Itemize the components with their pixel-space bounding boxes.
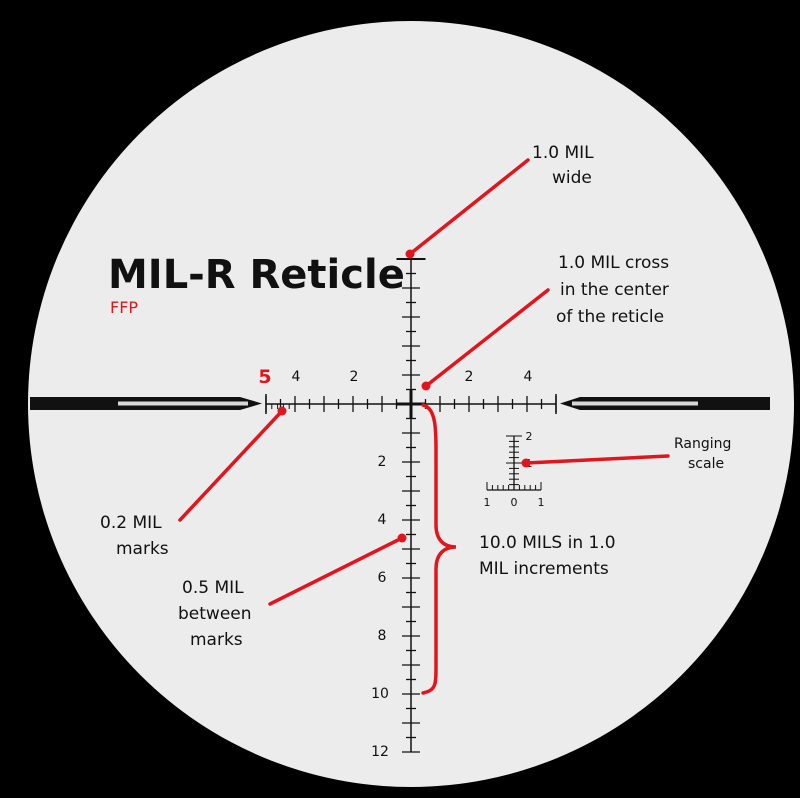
callout-10mils-line1: 10.0 MILS in 1.0 [479,533,616,553]
leader-center-cross [424,288,550,388]
scale-label-left-4: 4 [292,369,301,385]
scale-label-down-6: 6 [378,570,387,586]
callout-05-line2: between [178,604,252,624]
ranging-label-bottom-left: 1 [484,496,491,509]
ranging-label-bottom-right: 1 [538,496,545,509]
callout-cross-line1: 1.0 MIL cross [558,253,669,273]
reticle-ticks [265,258,557,753]
diagram-subtitle: FFP [110,298,138,317]
ranging-label-bottom-zero: 0 [511,496,518,509]
callout-leaders [178,158,670,695]
bracket-10-mils [421,403,457,695]
scale-labels: 5 4 2 2 4 2 4 6 8 10 12 [258,366,532,760]
callout-cross-line3: of the reticle [556,307,664,327]
ranging-label-2: 2 [526,430,533,443]
callout-05-line3: marks [190,630,243,650]
callout-texts: 1.0 MIL wide 1.0 MIL cross in the center… [100,143,731,650]
leader-05-mil [268,536,404,606]
callout-10mils-line2: MIL increments [479,559,609,579]
dot-02-mil [277,406,287,416]
scale-label-down-12: 12 [371,744,389,760]
scale-label-left-2: 2 [350,369,359,385]
scale-label-down-2: 2 [378,454,387,470]
leader-02-mil [178,409,284,522]
left-post [30,397,262,410]
diagram-title: MIL-R Reticle [108,252,405,298]
scale-label-down-8: 8 [378,628,387,644]
right-post [560,397,770,410]
dot-mil-wide [405,249,415,259]
callout-cross-line2: in the center [560,280,669,300]
scale-label-5: 5 [258,366,271,388]
leader-ranging [524,454,670,465]
scale-label-right-2: 2 [465,369,474,385]
callout-05-line1: 0.5 MIL [182,578,244,598]
dot-center-cross [421,381,431,391]
callout-ranging-line1: Ranging [674,436,731,452]
dot-ranging [521,458,531,468]
callout-02-line2: marks [116,539,169,559]
callout-02-line1: 0.2 MIL [100,513,162,533]
callout-mil-wide-line1: 1.0 MIL [532,143,594,163]
scale-label-right-4: 4 [524,369,533,385]
callout-ranging-line2: scale [688,456,724,472]
dot-05-mil [397,533,407,543]
scale-label-down-4: 4 [378,512,387,528]
leader-mil-wide [408,158,530,256]
callout-dots [277,249,531,543]
scale-label-down-10: 10 [371,686,389,702]
callout-mil-wide-line2: wide [552,168,592,188]
